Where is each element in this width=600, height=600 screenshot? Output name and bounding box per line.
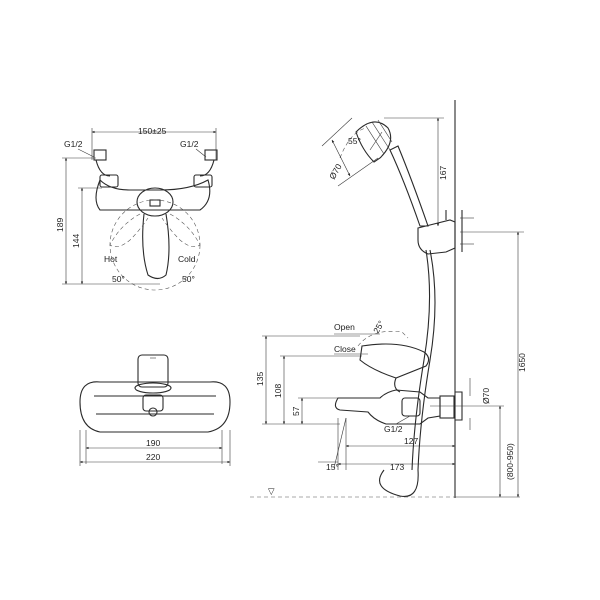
dim-57-text: 57: [291, 406, 301, 416]
top-view: 150±25 G1/2 G1/2 189 144 Hot Cold 50° 50…: [55, 126, 218, 291]
side-view: ▽ Open Close 25° 135 108 57 G1/2 127: [250, 100, 527, 498]
label-close: Close: [334, 344, 356, 354]
thread-right-text: G1/2: [180, 139, 199, 149]
label-open: Open: [334, 322, 355, 332]
side-thread-text: G1/2: [384, 424, 403, 434]
dim-108-text: 108: [273, 384, 283, 398]
front-dim-outer-text: 220: [146, 452, 160, 462]
height-inner-text: 144: [71, 234, 81, 248]
angle-lever-text: 25°: [371, 319, 386, 335]
angle-spout-text: 15°: [326, 462, 339, 472]
total-height-text: 1650: [517, 353, 527, 372]
dim-167-text: 167: [438, 166, 448, 180]
dim-width-text: 150±25: [138, 126, 167, 136]
range-height-text: (800-950): [505, 443, 515, 480]
dim-127-text: 127: [404, 436, 418, 446]
label-cold: Cold: [178, 254, 196, 264]
front-view: 190 220: [79, 354, 231, 466]
mixer-body-top: [93, 149, 218, 291]
angle-right-text: 50°: [182, 274, 195, 284]
shower-angle-text: 55°: [348, 136, 361, 146]
front-dim-inner-text: 190: [146, 438, 160, 448]
floor-marker: ▽: [268, 486, 275, 496]
angle-left-text: 50°: [112, 274, 125, 284]
dim-173-text: 173: [390, 462, 404, 472]
thread-left-text: G1/2: [64, 139, 83, 149]
shower-dia-text: Ø70: [327, 162, 344, 181]
label-hot: Hot: [104, 254, 118, 264]
height-outer-text: 189: [55, 218, 65, 232]
dia-70-side-text: Ø70: [481, 388, 491, 404]
dim-135-text: 135: [255, 372, 265, 386]
shower-assembly: 55° Ø70 167: [321, 117, 474, 498]
